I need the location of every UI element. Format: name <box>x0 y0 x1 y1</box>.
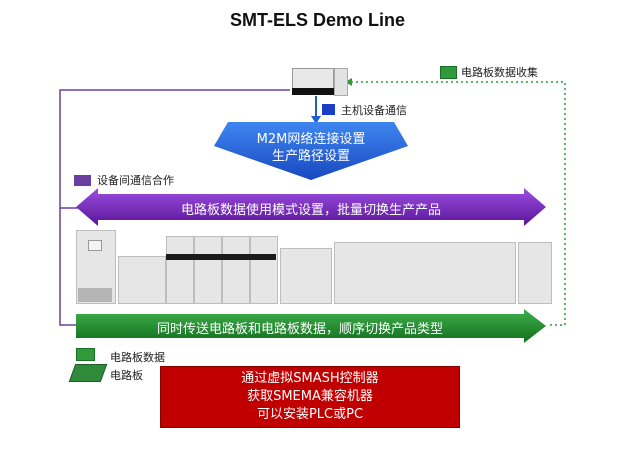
machine-mounter-4 <box>250 236 278 304</box>
board-data-envelope-icon <box>76 348 95 361</box>
envelope-icon <box>440 66 457 79</box>
red-line-2: 获取SMEMA兼容机器 <box>247 389 373 404</box>
purple-bar-text: 电路板数据使用模式设置，批量切换生产产品 <box>180 203 441 218</box>
purple-left-to-green-line <box>59 208 78 326</box>
host-computer <box>292 68 336 96</box>
green-bar-text: 同时传送电路板和电路板数据，顺序切换产品类型 <box>156 322 443 337</box>
host-down-arrowhead <box>311 116 321 124</box>
host-comm-label: 主机设备通信 <box>341 104 407 117</box>
machine-loader-base <box>78 288 112 302</box>
host-monitor <box>292 68 334 90</box>
m2m-arrow-shape <box>214 122 408 180</box>
machine-mounter-1 <box>166 236 194 304</box>
host-comm-icon <box>322 104 335 115</box>
green-bar-shape <box>76 309 546 343</box>
purple-bar: 电路板数据使用模式设置，批量切换生产产品 <box>76 199 546 218</box>
machine-reflow <box>334 242 516 304</box>
purple-bar-shape <box>76 188 546 226</box>
red-line-1: 通过虚拟SMASH控制器 <box>241 371 379 386</box>
board-label: 电路板 <box>110 369 143 382</box>
m2m-line2: 生产路径设置 <box>271 149 350 164</box>
smt-machine-line <box>74 228 554 304</box>
smash-controller-box: 通过虚拟SMASH控制器 获取SMEMA兼容机器 可以安装PLC或PC <box>160 366 460 428</box>
machine-printer <box>118 256 166 304</box>
board-data-collection-label: 电路板数据收集 <box>461 66 538 79</box>
host-base <box>292 88 336 95</box>
red-line-3: 可以安装PLC或PC <box>256 407 364 422</box>
data-collection-dotted-line <box>352 81 566 326</box>
mounter-dark-band <box>166 254 276 260</box>
pcb-icon <box>68 364 108 382</box>
machine-unloader <box>518 242 552 304</box>
host-to-purple-bar-line <box>59 89 290 209</box>
machine-inspection <box>280 248 332 304</box>
machine-mounter-3 <box>222 236 250 304</box>
board-data-label: 电路板数据 <box>110 351 165 364</box>
dotted-arrowhead <box>345 78 352 86</box>
machine-loader-window <box>88 240 102 251</box>
inter-device-comm-label: 设备间通信合作 <box>97 174 174 187</box>
diagram-title: SMT-ELS Demo Line <box>229 10 406 30</box>
m2m-text-block: M2M网络连接设置 生产路径设置 <box>214 131 408 165</box>
machine-mounter-2 <box>194 236 222 304</box>
m2m-line1: M2M网络连接设置 <box>256 132 366 147</box>
host-tower <box>334 68 348 96</box>
inter-device-icon <box>74 175 91 186</box>
green-bar: 同时传送电路板和电路板数据，顺序切换产品类型 <box>76 318 524 337</box>
